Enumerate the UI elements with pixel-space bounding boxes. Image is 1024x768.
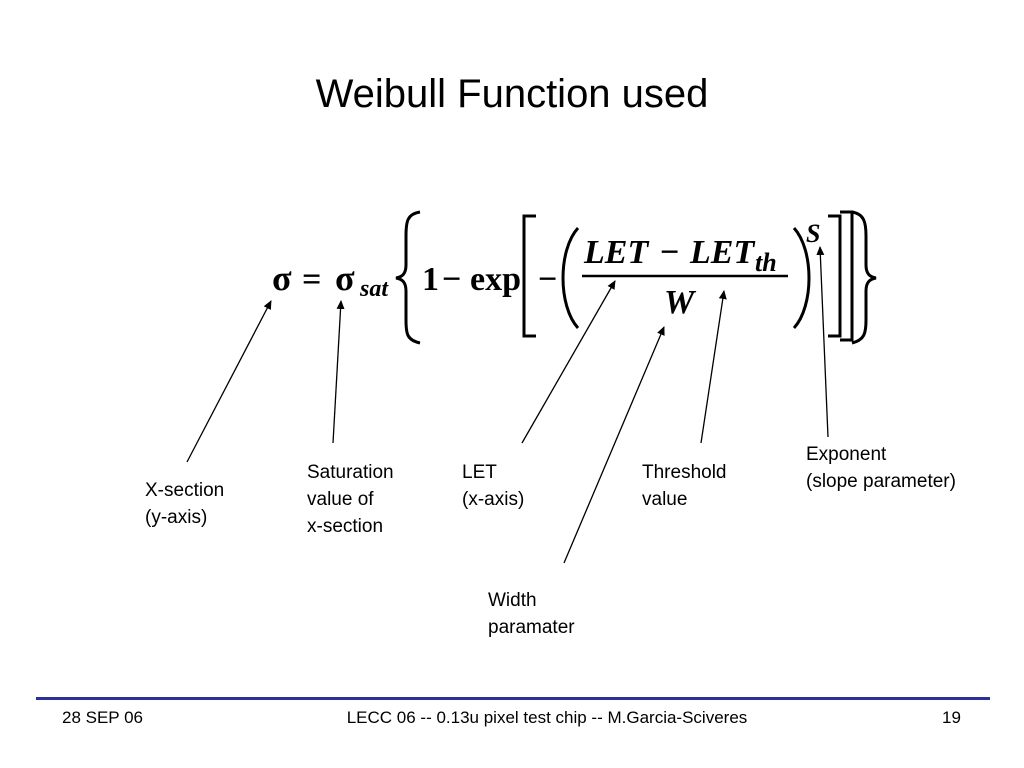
arrow-width [563,326,665,564]
arrow-x-section [186,300,272,463]
label-exponent-line2: (slope parameter) [806,471,956,492]
exp-function: exp [470,261,521,298]
slide-title: Weibull Function used [315,72,709,116]
label-x-section: X-section (y-axis) [145,477,224,531]
arrow-saturation [332,300,345,444]
minus-sign-2: − [538,261,557,298]
label-saturation-line3: x-section [307,516,384,537]
footer-divider [36,697,990,700]
left-square-bracket [522,214,536,338]
left-parenthesis [561,226,580,330]
right-parenthesis [792,226,811,330]
right-curly-brace [851,210,877,345]
label-width: Width paramater [488,587,575,641]
sat-subscript: sat [359,276,389,302]
let-numerator: LET [583,234,649,271]
w-denominator: W [664,284,697,321]
footer-center-text: LECC 06 -- 0.13u pixel test chip -- M.Ga… [346,708,748,727]
arrow-threshold [700,290,727,444]
one-digit: 1 [422,261,439,298]
sigma-symbol: σ [272,258,292,298]
label-saturation-line1: Saturation [307,462,394,483]
label-let: LET (x-axis) [462,459,524,513]
label-threshold-line1: Threshold [642,462,727,483]
exponent-s: S [806,219,820,248]
footer-page-number: 19 [942,708,961,727]
minus-sign-1: − [442,261,461,298]
minus-sign-3: − [660,234,679,271]
equals-sign: = [302,261,321,298]
label-let-line2: (x-axis) [462,489,525,510]
th-subscript: th [755,248,777,277]
label-x-section-line2: (y-axis) [145,507,208,528]
label-exponent-line1: Exponent [806,444,887,465]
right-square-bracket-inner [828,214,842,338]
label-let-line1: LET [462,462,497,483]
footer-date: 28 SEP 06 [62,708,143,727]
arrow-let [521,280,616,444]
right-square-bracket-outer [840,210,854,342]
sigma-sat-symbol: σ [335,258,355,298]
label-threshold: Threshold value [642,459,727,513]
label-saturation: Saturation value of x-section [307,459,394,540]
let-th-numerator: LET [689,234,755,271]
label-exponent: Exponent (slope parameter) [806,441,956,495]
left-curly-brace [395,210,421,345]
label-saturation-line2: value of [307,489,374,510]
label-width-line2: paramater [488,617,575,638]
label-threshold-line2: value [642,489,688,510]
label-x-section-line1: X-section [145,480,225,501]
arrow-exponent [816,246,829,438]
label-width-line1: Width [488,590,537,611]
